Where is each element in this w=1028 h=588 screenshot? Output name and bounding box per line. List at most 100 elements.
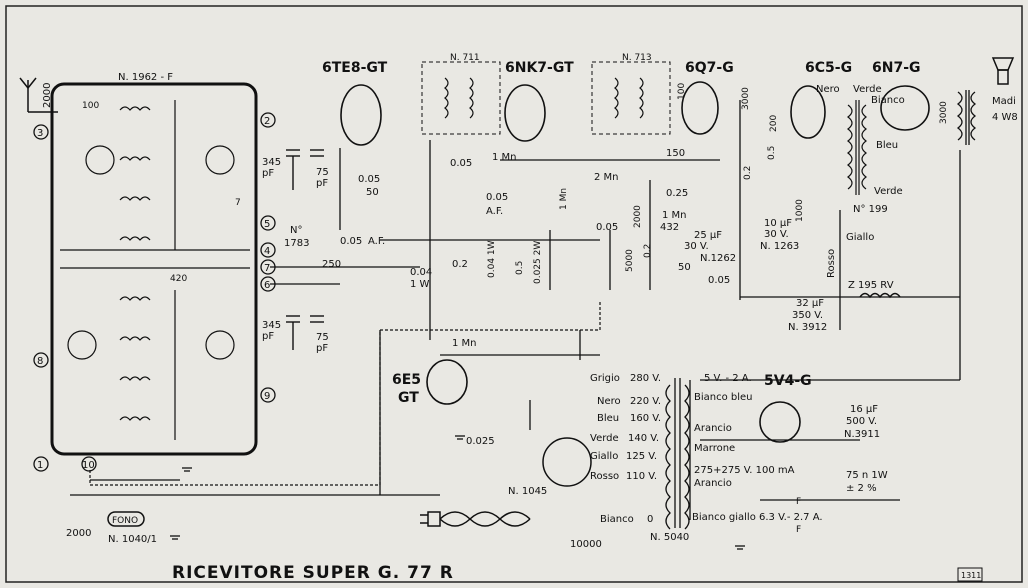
svg-text:1 Mn: 1 Mn xyxy=(662,210,687,221)
padder-420: 420 xyxy=(170,274,187,284)
svg-text:0.5: 0.5 xyxy=(767,146,777,160)
svg-text:Verde: Verde xyxy=(874,186,903,197)
gang-c3-unit: pF xyxy=(262,331,274,342)
wiring xyxy=(70,100,961,520)
svg-text:0.2: 0.2 xyxy=(452,259,468,270)
svg-text:1 Mn: 1 Mn xyxy=(452,338,477,349)
sec-arancio-1: Arancio xyxy=(694,423,732,434)
voltage-selector-icon xyxy=(542,437,592,487)
svg-text:2000: 2000 xyxy=(633,205,643,228)
sec-275v: 275+275 V. 100 mA xyxy=(694,465,795,476)
svg-text:10 µF: 10 µF xyxy=(764,218,792,229)
mains-plug-icon xyxy=(420,511,531,527)
svg-text:± 2 %: ± 2 % xyxy=(846,483,877,494)
tube-6e5: 6E5 xyxy=(392,372,421,388)
svg-text:25 µF: 25 µF xyxy=(694,230,722,241)
antenna-cap-value: 2000 xyxy=(42,83,53,108)
gang-capacitors xyxy=(286,149,324,350)
svg-text:0.04: 0.04 xyxy=(410,267,432,278)
tap-6-volt: 0 xyxy=(647,514,653,525)
svg-text:A.F.: A.F. xyxy=(486,206,503,217)
shielded-lead xyxy=(89,300,601,486)
tap-1-volt: 220 V. xyxy=(630,396,661,407)
connector-1: 1 xyxy=(37,460,43,471)
gang-c2: 75 xyxy=(316,167,329,178)
tap-0-volt: 280 V. xyxy=(630,373,661,384)
output-transformer xyxy=(956,90,977,145)
power-transformer xyxy=(665,378,690,530)
svg-text:0.2: 0.2 xyxy=(643,244,653,258)
tube-6nk7: 6NK7-GT xyxy=(505,60,574,76)
tap-5-color: Rosso xyxy=(590,471,619,482)
svg-text:0.025 2W: 0.025 2W xyxy=(533,241,543,284)
tube-envelopes xyxy=(340,81,930,443)
svg-text:1 Mn: 1 Mn xyxy=(559,188,569,210)
sec-marrone: Marrone xyxy=(694,443,735,454)
tube-5v4: 5V4-G xyxy=(764,373,812,389)
nf-transformer-label: N° 199 xyxy=(853,204,888,215)
phono-label: FONO xyxy=(112,516,138,526)
tap-4-volt: 125 V. xyxy=(626,451,657,462)
svg-text:Nero: Nero xyxy=(816,84,840,95)
speaker-label: Madi xyxy=(992,96,1016,107)
tube-6te8: 6TE8-GT xyxy=(322,60,388,76)
tap-3-volt: 140 V. xyxy=(628,433,659,444)
page-title: RICEVITORE SUPER G. 77 R xyxy=(172,563,454,583)
svg-text:0.025: 0.025 xyxy=(466,436,495,447)
if1-box xyxy=(421,61,501,135)
tap-6-color: Bianco xyxy=(600,514,634,525)
tap-3-color: Verde xyxy=(590,433,619,444)
trimmer-7: 7 xyxy=(235,198,241,208)
speaker-label-2: 4 W8 xyxy=(992,112,1018,123)
tube-6c5: 6C5-G xyxy=(805,60,852,76)
svg-text:1 W: 1 W xyxy=(410,279,430,290)
tube-6e5-sub: GT xyxy=(398,390,419,406)
gang-c1: 345 xyxy=(262,157,281,168)
tap-2-volt: 160 V. xyxy=(630,413,661,424)
svg-text:0.5: 0.5 xyxy=(515,261,525,275)
connector-8: 8 xyxy=(37,356,43,367)
speaker-icon xyxy=(991,57,1015,85)
osc-coil-no: N° xyxy=(290,225,302,236)
page-mark: 1311 xyxy=(961,571,981,580)
if-coils xyxy=(444,77,644,119)
choke-label: Z 195 RV xyxy=(848,280,894,291)
coil-unit-box xyxy=(50,82,258,456)
svg-text:N.3911: N.3911 xyxy=(844,429,880,440)
svg-text:N. 1263: N. 1263 xyxy=(760,241,799,252)
svg-text:Bleu: Bleu xyxy=(876,140,898,151)
osc-coil-label: 1783 xyxy=(284,238,309,249)
component-labels: 50 0.05 0.05 A.F. 250 0.2 0.04 1 W 0.05 … xyxy=(322,83,949,494)
svg-text:Verde: Verde xyxy=(853,84,882,95)
power-transformer-label: N. 5040 xyxy=(650,532,689,543)
connector-4: 4 xyxy=(264,246,270,257)
svg-text:0.05: 0.05 xyxy=(708,275,730,286)
svg-text:1 Mn: 1 Mn xyxy=(492,152,517,163)
voltage-selector-label: N. 1045 xyxy=(508,486,547,497)
coil-unit-internals xyxy=(60,100,250,440)
tap-5-volt: 110 V. xyxy=(626,471,657,482)
filter-choke-icon xyxy=(859,292,901,299)
svg-text:N. 3912: N. 3912 xyxy=(788,322,827,333)
page-mark-box xyxy=(957,567,983,582)
svg-text:100: 100 xyxy=(677,83,687,100)
svg-text:50: 50 xyxy=(366,187,379,198)
svg-text:Rosso: Rosso xyxy=(826,249,837,278)
ground-icon xyxy=(170,435,745,550)
svg-text:0.05: 0.05 xyxy=(596,222,618,233)
sec-bianco-giallo: Bianco giallo 6.3 V.- 2.7 A. xyxy=(692,512,823,523)
interstage-transformer xyxy=(847,100,867,195)
tap-0-color: Grigio xyxy=(590,373,620,384)
svg-text:0.2: 0.2 xyxy=(743,166,753,180)
coupling-cap-100: 100 xyxy=(82,101,99,111)
gang-c4-unit: pF xyxy=(316,343,328,354)
tap-2-color: Bleu xyxy=(597,413,619,424)
mains-cap-value: 10000 xyxy=(570,539,602,550)
svg-text:16 µF: 16 µF xyxy=(850,404,878,415)
svg-text:N.1262: N.1262 xyxy=(700,253,736,264)
svg-text:75 n 1W: 75 n 1W xyxy=(846,470,888,481)
svg-text:50: 50 xyxy=(678,262,691,273)
svg-text:Giallo: Giallo xyxy=(846,232,874,243)
antenna-icon xyxy=(19,77,58,113)
